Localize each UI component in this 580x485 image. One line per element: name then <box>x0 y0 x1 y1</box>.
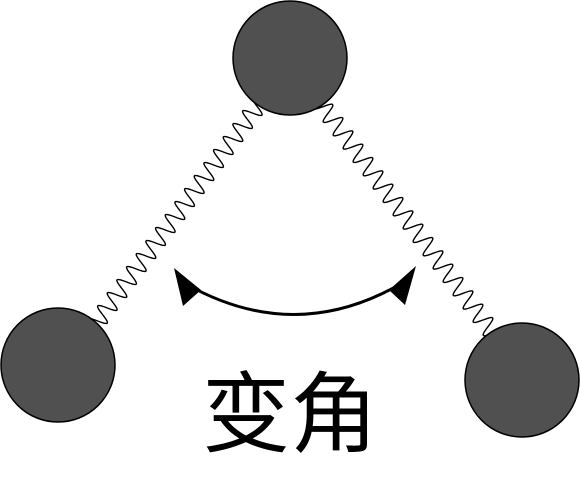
atom-right <box>464 322 580 438</box>
spring-left <box>87 96 263 338</box>
arrowhead-right <box>389 266 416 305</box>
atom-top <box>232 0 348 116</box>
angle-arrow <box>174 266 416 316</box>
atom-left <box>0 307 116 423</box>
arrowhead-left <box>174 268 201 306</box>
angle-label: 变角 <box>202 363 378 466</box>
angle-arc <box>185 280 405 316</box>
spring-right <box>312 99 504 341</box>
